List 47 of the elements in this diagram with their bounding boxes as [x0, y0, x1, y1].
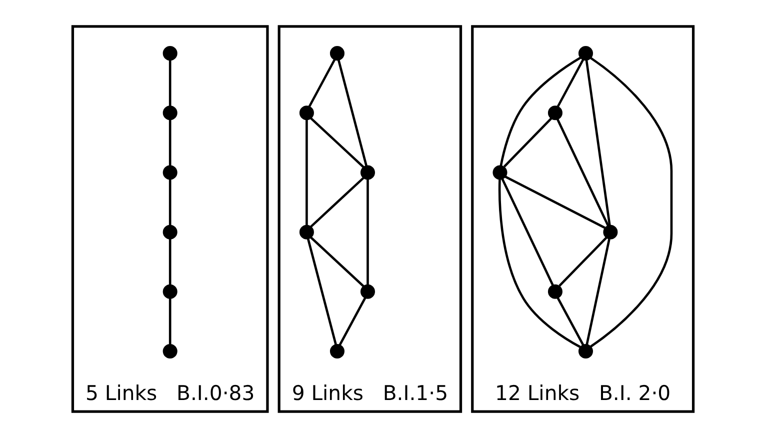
node-circle	[578, 343, 592, 358]
connector	[338, 296, 366, 346]
connector	[168, 178, 171, 225]
cluster: 12 Links B.I. 2·0	[470, 24, 694, 412]
node-circle	[329, 46, 344, 60]
node-circle	[162, 343, 177, 358]
connector	[308, 58, 336, 107]
node-circle	[360, 284, 374, 298]
connector	[558, 236, 607, 286]
node-circle	[547, 284, 562, 298]
connector	[502, 117, 552, 167]
connector	[556, 118, 609, 226]
connector	[584, 59, 610, 225]
connector	[168, 60, 171, 106]
cluster: 5 Links B.I.0·83	[70, 24, 268, 412]
connector	[585, 238, 610, 344]
connector	[500, 178, 554, 286]
node-circle	[547, 105, 562, 120]
node-circle	[578, 46, 592, 60]
connector	[305, 119, 308, 225]
node-circle	[492, 164, 507, 180]
node-circle	[298, 224, 314, 239]
connector	[498, 178, 580, 348]
connector	[336, 58, 367, 166]
connector	[306, 238, 336, 344]
connector	[499, 56, 580, 166]
connector	[168, 119, 171, 166]
connector	[590, 56, 672, 347]
connector	[556, 58, 584, 107]
cluster: 9 Links B.I.1·5	[277, 24, 462, 412]
connector	[366, 179, 368, 284]
connector	[556, 296, 584, 346]
connector	[168, 238, 171, 284]
connector	[168, 298, 171, 344]
connector	[309, 116, 364, 168]
connector	[504, 175, 605, 228]
node-circle	[162, 105, 177, 120]
node-circle	[162, 164, 177, 180]
connector	[309, 236, 364, 287]
node-circle	[298, 105, 314, 120]
node-circle	[162, 284, 177, 298]
node-circle	[360, 164, 374, 180]
node-circle	[162, 224, 177, 239]
node-circle	[162, 46, 177, 60]
node-circle	[329, 343, 344, 358]
node-circle	[602, 224, 618, 239]
connector	[310, 176, 364, 228]
